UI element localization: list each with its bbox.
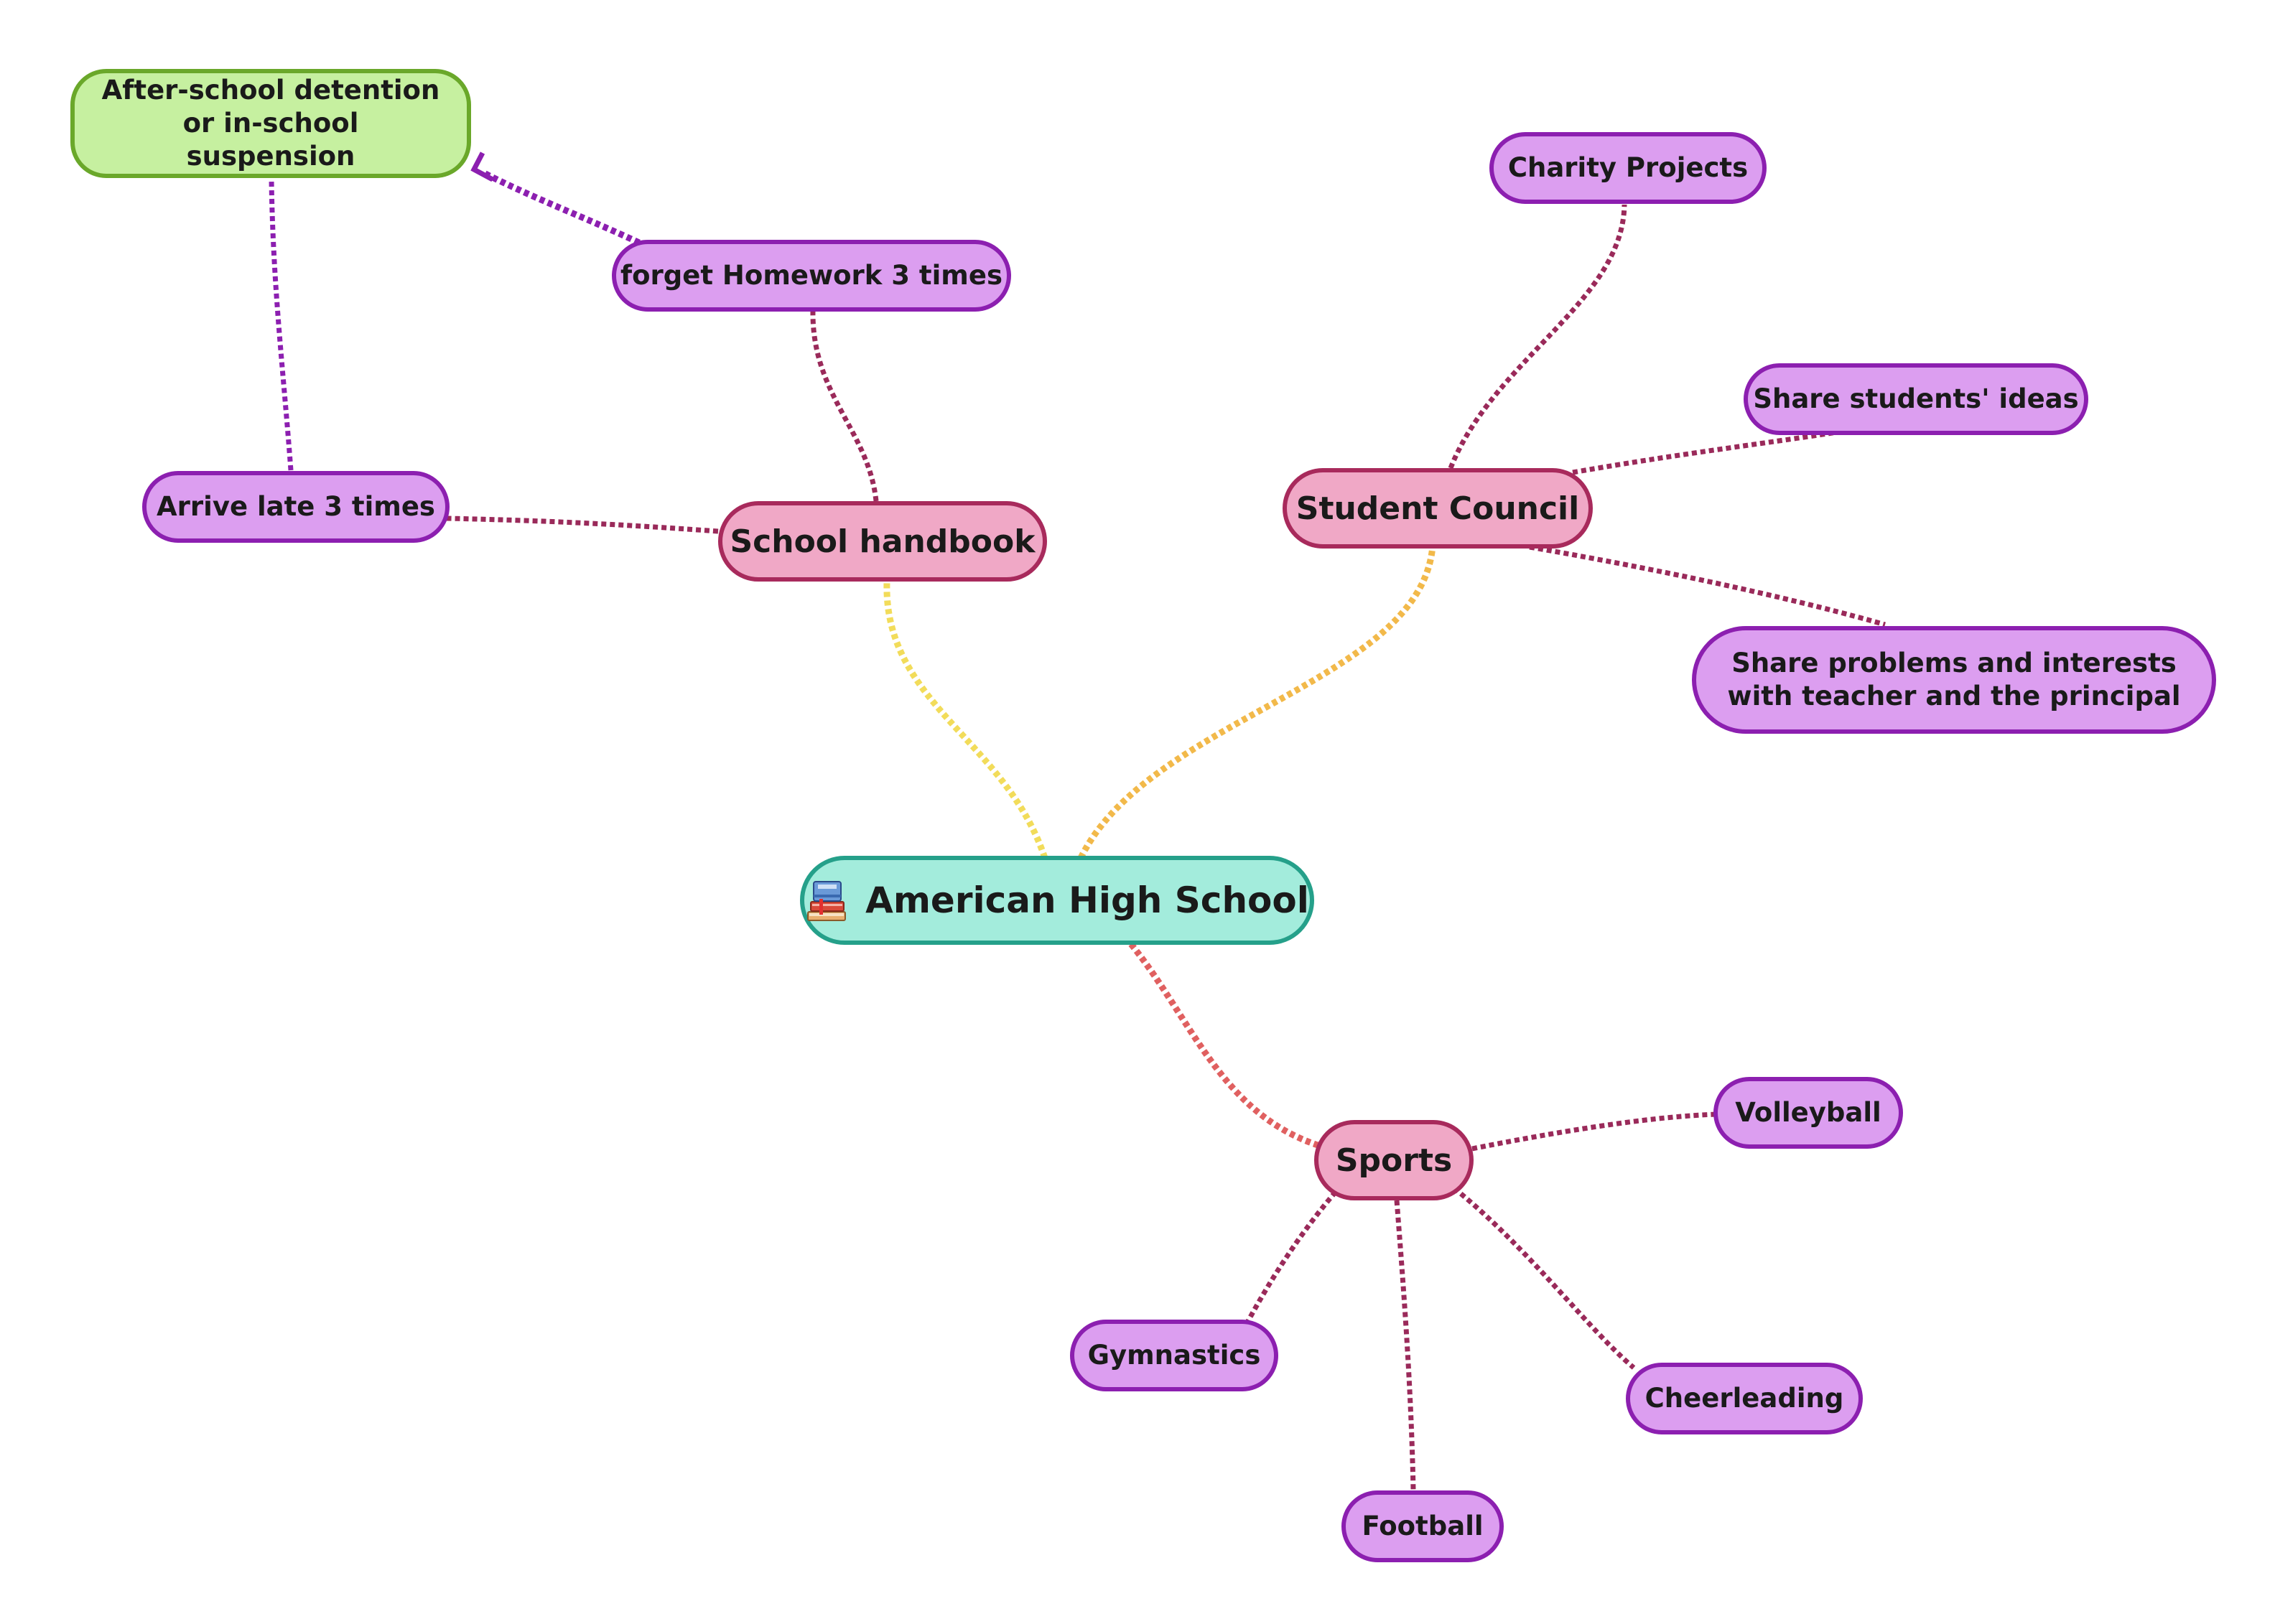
- link-sports-cheerleading: [1452, 1186, 1636, 1370]
- link-sports-gymnastics: [1245, 1190, 1338, 1322]
- subtopic-arrive-late[interactable]: Arrive late 3 times: [142, 471, 450, 543]
- branch-school-handbook-label: School handbook: [730, 523, 1036, 560]
- subtopic-volleyball-label: Volleyball: [1735, 1096, 1881, 1128]
- consequence-note-label: After-school detention or in-school susp…: [101, 74, 440, 172]
- subtopic-cheerleading-label: Cheerleading: [1644, 1382, 1844, 1414]
- link-council-charity: [1448, 204, 1627, 470]
- subtopic-charity-projects-label: Charity Projects: [1507, 151, 1749, 183]
- subtopic-forget-homework-label: forget Homework 3 times: [620, 259, 1002, 291]
- subtopic-arrive-late-label: Arrive late 3 times: [157, 490, 435, 522]
- books-icon: [807, 881, 847, 921]
- root-topic-label: American High School: [865, 879, 1309, 921]
- subtopic-share-ideas-label: Share students' ideas: [1753, 383, 2079, 414]
- subtopic-forget-homework[interactable]: forget Homework 3 times: [612, 240, 1011, 312]
- root-topic[interactable]: American High School: [800, 856, 1314, 945]
- link-sports-volleyball: [1471, 1111, 1717, 1152]
- link-handbook-homework: [810, 309, 879, 502]
- subtopic-gymnastics-label: Gymnastics: [1087, 1339, 1261, 1371]
- branch-student-council[interactable]: Student Council: [1283, 468, 1593, 549]
- branch-student-council-label: Student Council: [1295, 490, 1580, 527]
- link-handbook-late: [446, 515, 719, 534]
- subtopic-volleyball[interactable]: Volleyball: [1713, 1077, 1903, 1149]
- subtopic-share-problems[interactable]: Share problems and interests with teache…: [1692, 626, 2216, 734]
- link-root-handbook: [883, 581, 1048, 859]
- link-council-ideas: [1572, 428, 1846, 475]
- subtopic-charity-projects[interactable]: Charity Projects: [1489, 132, 1767, 204]
- link-root-sports: [1128, 942, 1319, 1149]
- subtopic-football[interactable]: Football: [1341, 1490, 1504, 1562]
- link-homework-note: [480, 169, 641, 246]
- arrowhead-relation: [470, 151, 494, 182]
- link-sports-football: [1394, 1200, 1416, 1490]
- consequence-note[interactable]: After-school detention or in-school susp…: [70, 69, 471, 178]
- subtopic-football-label: Football: [1362, 1510, 1484, 1541]
- subtopic-gymnastics[interactable]: Gymnastics: [1070, 1320, 1278, 1391]
- subtopic-share-problems-label: Share problems and interests with teache…: [1727, 647, 2181, 711]
- branch-sports[interactable]: Sports: [1314, 1120, 1474, 1200]
- branch-school-handbook[interactable]: School handbook: [718, 501, 1047, 582]
- subtopic-cheerleading[interactable]: Cheerleading: [1626, 1363, 1863, 1434]
- link-root-council: [1077, 545, 1436, 859]
- branch-sports-label: Sports: [1335, 1142, 1453, 1179]
- link-council-problems: [1529, 544, 1886, 627]
- subtopic-share-ideas[interactable]: Share students' ideas: [1744, 363, 2088, 435]
- link-late-note: [269, 179, 294, 471]
